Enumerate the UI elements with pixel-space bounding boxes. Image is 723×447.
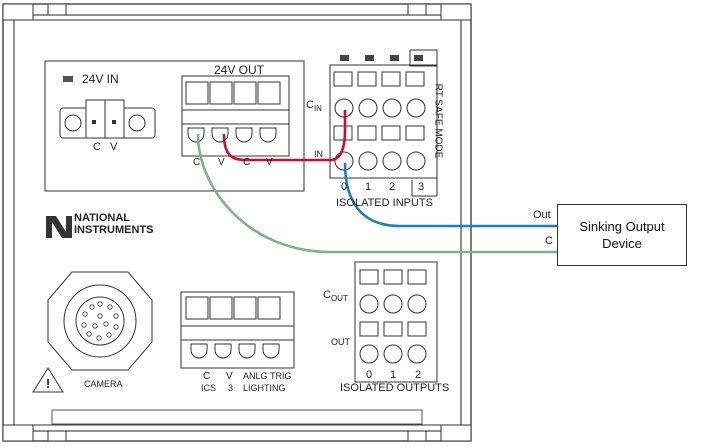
inputs-ch-0: 0	[341, 181, 348, 193]
inputs-cin-label: CIN	[306, 100, 322, 113]
inputs-title: ISOLATED INPUTS	[336, 197, 433, 209]
inputs-ch-1: 1	[365, 181, 372, 193]
ni-logo-mark	[46, 216, 72, 238]
outputs-cout-sub: OUT	[330, 294, 348, 304]
inputs-ch-3: 3	[418, 181, 425, 193]
outputs-out-label: OUT	[331, 337, 350, 347]
power-in-led-marker	[63, 76, 73, 82]
inputs-top-markers	[340, 55, 423, 61]
svg-text:!: !	[46, 376, 50, 391]
out24-pin-c1: C	[193, 157, 201, 168]
enclosure-inner	[13, 14, 462, 432]
out24-label: 24V OUT	[214, 63, 265, 77]
wire-c-label: C	[545, 235, 553, 247]
power-in-connector	[59, 99, 156, 139]
lighting-pin-ics: ICS	[201, 383, 217, 393]
outputs-title: ISOLATED OUTPUTS	[340, 382, 450, 394]
lighting-connector	[180, 291, 295, 369]
inputs-in-label: IN	[314, 149, 323, 159]
lighting-label: LIGHTING	[243, 383, 286, 393]
enclosure-tabs	[2, 3, 472, 442]
brand-line2: INSTRUMENTS	[74, 224, 154, 236]
camera-connector	[47, 271, 153, 371]
rt-safe-mode-label: RT SAFE MODE	[432, 83, 444, 159]
red-wire	[222, 110, 347, 162]
lighting-pin-c: C	[203, 371, 211, 382]
blue-wire	[343, 162, 557, 228]
bottom-rail	[51, 409, 423, 425]
wire-out-label: Out	[533, 209, 551, 221]
out24-pin-c2: C	[243, 157, 251, 168]
lighting-pin-v: V	[226, 371, 233, 382]
outputs-ch-0: 0	[366, 369, 373, 381]
lighting-pin-3: 3	[228, 383, 234, 393]
brand-line1: NATIONAL	[74, 212, 131, 224]
inputs-ch-2: 2	[389, 181, 396, 193]
device-line2: Device	[602, 236, 642, 251]
power-in-c-label: C	[93, 141, 101, 153]
power-panel	[44, 60, 305, 192]
green-wire	[196, 133, 557, 254]
outputs-cout-label: COUT	[323, 290, 348, 303]
out24-pin-v1: V	[218, 157, 225, 168]
outputs-ch-1: 1	[390, 369, 397, 381]
power-in-v-label: V	[110, 141, 118, 153]
out24-pin-v2: V	[266, 157, 273, 168]
enclosure-outer	[2, 3, 472, 442]
device-line1: Sinking Output	[579, 219, 665, 234]
outputs-cout-main: C	[323, 289, 331, 301]
sinking-output-device: Sinking Output Device	[557, 204, 687, 266]
inputs-cin-main: C	[306, 99, 314, 111]
inputs-cin-sub: IN	[313, 104, 322, 114]
lighting-pin-trig: TRIG	[270, 371, 292, 381]
warning-icon	[32, 367, 64, 393]
outputs-block	[354, 261, 438, 383]
power-in-label: 24V IN	[82, 72, 119, 86]
outputs-ch-2: 2	[415, 369, 422, 381]
camera-label: CAMERA	[84, 379, 123, 389]
camera-pins	[81, 301, 119, 341]
lighting-pin-anlg: ANLG	[243, 371, 268, 381]
inputs-block	[329, 64, 438, 179]
